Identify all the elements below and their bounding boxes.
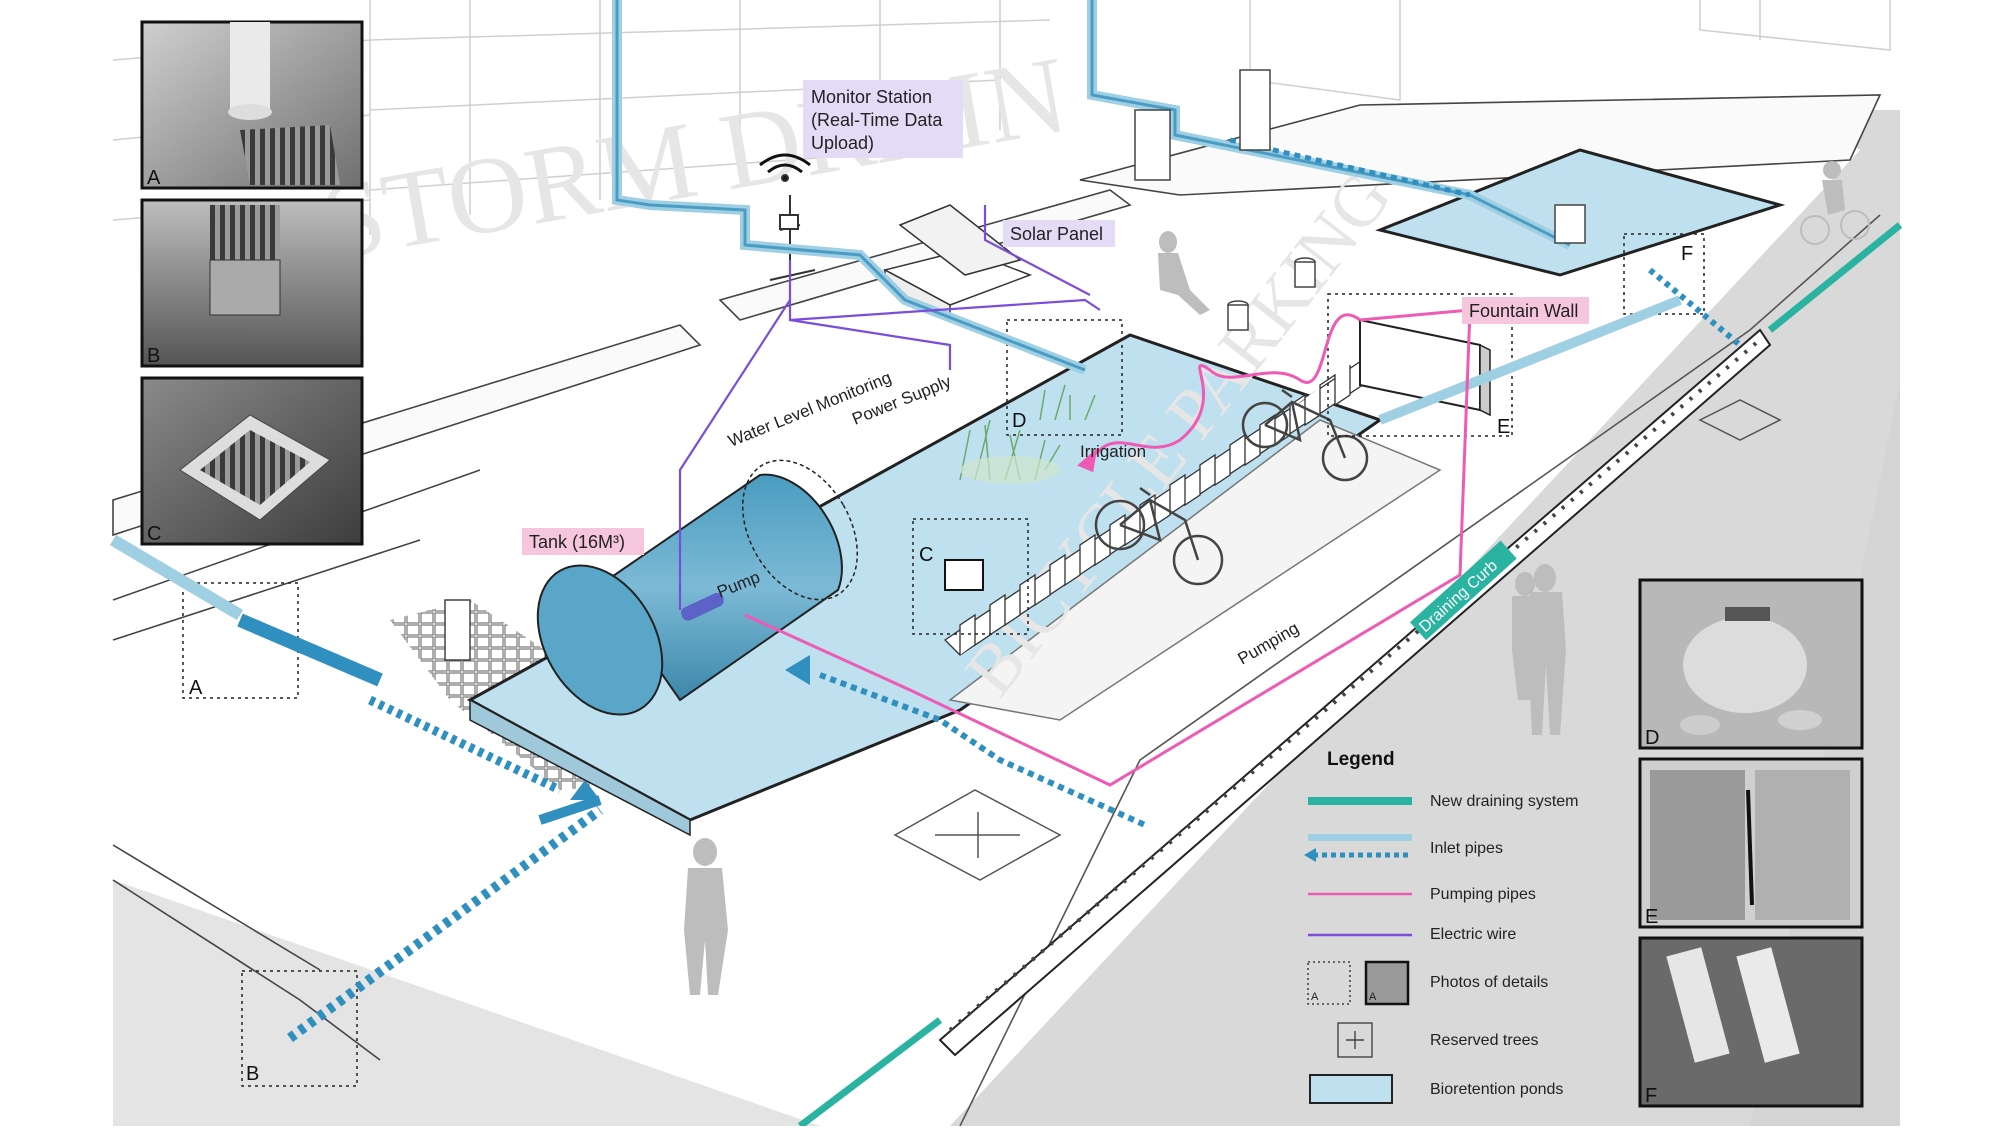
solar-panel-label: Solar Panel	[1003, 220, 1115, 247]
legend-label-ponds: Bioretention ponds	[1430, 1081, 1563, 1098]
detail-c-box	[945, 560, 983, 590]
legend-label-inlet: Inlet pipes	[1430, 840, 1503, 857]
photo-f-letter: F	[1645, 1085, 1657, 1107]
photo-d	[1640, 580, 1862, 748]
photo-c	[142, 378, 362, 544]
detail-e-letter: E	[1497, 416, 1510, 438]
photo-f	[1640, 938, 1862, 1106]
detail-c-letter: C	[919, 544, 933, 566]
legend-label-photos: Photos of details	[1430, 974, 1548, 991]
detail-f-letter: F	[1681, 243, 1693, 265]
legend-title: Legend	[1327, 749, 1395, 770]
photo-a	[142, 22, 362, 188]
irrigation-label: Irrigation	[1080, 442, 1146, 461]
legend-photo-letter-1: A	[1311, 991, 1319, 1003]
detail-b-letter: B	[246, 1063, 259, 1085]
photo-d-letter: D	[1645, 727, 1659, 749]
photo-b	[142, 200, 362, 366]
photo-e	[1640, 759, 1862, 927]
fountain-wall-text: Fountain Wall	[1469, 301, 1578, 321]
monitor-station-line-3: Upload)	[811, 133, 874, 153]
photo-a-letter: A	[147, 167, 161, 189]
legend-symbol-draining	[1308, 797, 1412, 805]
photo-e-letter: E	[1645, 906, 1658, 928]
monitor-station-line-1: Monitor Station	[811, 87, 932, 107]
detail-a-letter: A	[189, 677, 203, 699]
photo-b-letter: B	[147, 345, 160, 367]
legend-label-electric: Electric wire	[1430, 926, 1516, 943]
legend-symbol-ponds	[1310, 1075, 1392, 1103]
tank-text: Tank (16M³)	[529, 532, 625, 552]
legend-label-trees: Reserved trees	[1430, 1032, 1539, 1049]
fountain-wall-label: Fountain Wall	[1462, 297, 1589, 324]
legend-photo-letter-2: A	[1369, 991, 1377, 1003]
legend-label-draining: New draining system	[1430, 793, 1579, 810]
legend-label-pumping: Pumping pipes	[1430, 886, 1536, 903]
monitor-station-label: Monitor Station (Real-Time Data Upload)	[803, 80, 963, 158]
photo-c-letter: C	[147, 523, 161, 545]
tank-label: Tank (16M³)	[522, 528, 644, 555]
pumping-label: Pumping	[1235, 618, 1303, 668]
detail-f-box	[1555, 205, 1585, 243]
solar-panel-text: Solar Panel	[1010, 224, 1103, 244]
detail-d-letter: D	[1012, 410, 1026, 432]
monitor-station-line-2: (Real-Time Data	[811, 110, 943, 130]
